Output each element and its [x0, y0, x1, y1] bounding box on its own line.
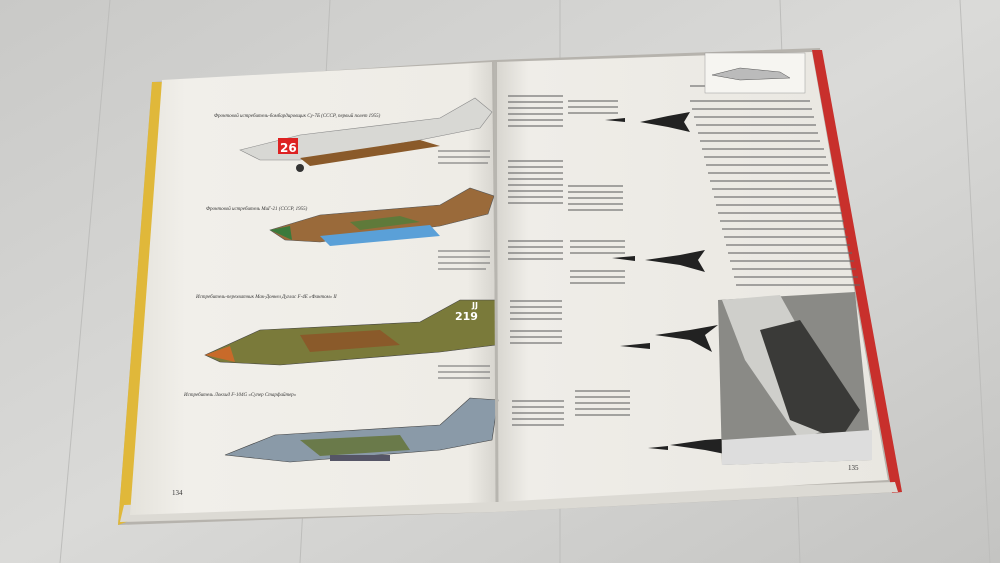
- left-page-text-columns: [438, 150, 490, 379]
- left-page: [130, 62, 497, 515]
- aircraft-silhouettes: [605, 112, 735, 456]
- aircraft-mig21: [269, 187, 495, 246]
- aircraft-f104: [224, 397, 499, 463]
- svg-text:219: 219: [455, 310, 478, 323]
- svg-text:JJ: JJ: [471, 301, 478, 310]
- right-page-number: 135: [848, 464, 859, 472]
- svg-text:26: 26: [280, 141, 297, 155]
- left-page-captions: Фронтовой истребитель-бомбардировщик Су-…: [183, 113, 381, 398]
- cover-red-edge: [812, 50, 902, 493]
- caption-su7: Фронтовой истребитель-бомбардировщик Су-…: [214, 113, 381, 119]
- caption-mig21: Фронтовой истребитель МиГ-21 (СССР, 1955…: [206, 206, 308, 212]
- caption-f4: Истребитель-перехватчик Мак-Доннел Дугла…: [195, 295, 337, 300]
- caption-f104: Истребитель Локхид F-104G «Супер Старфай…: [183, 392, 297, 398]
- book-spine-gutter: [493, 61, 499, 503]
- aircraft-inset-drawing: [711, 67, 791, 81]
- page-block-edge: [120, 482, 898, 522]
- aircraft-f4: 219 JJ: [204, 299, 497, 366]
- left-page-number: 134: [172, 489, 183, 497]
- right-page-text-columns: [508, 85, 860, 426]
- aircraft-su7: 26: [239, 97, 493, 172]
- cover-yellow-edge: [118, 82, 164, 525]
